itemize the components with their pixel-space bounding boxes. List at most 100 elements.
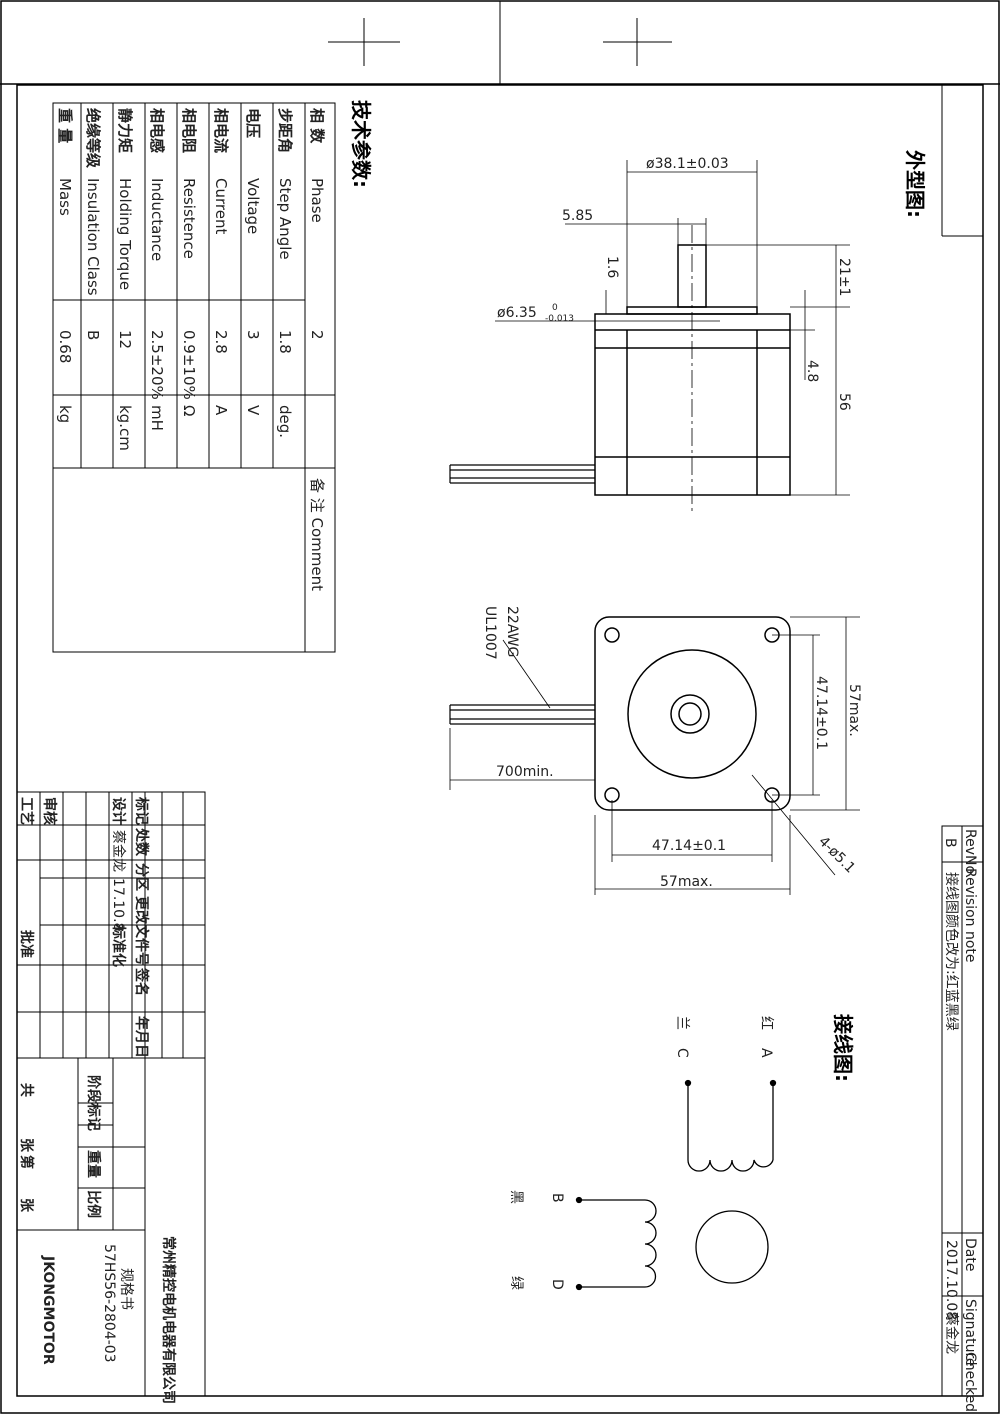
crosshair-left [328,18,400,66]
dim-boss: 4.8 [804,360,820,382]
rev-date-header: Date [962,1238,978,1271]
tb-sheets: 张 [18,1138,34,1153]
param-unit: Ω [180,405,198,416]
param-unit: V [244,405,262,416]
inner-border [16,84,984,1397]
tb-doc-title: 规格书 [118,1268,134,1310]
tb-design: 设计 [110,797,127,825]
outline-title: 外型图: [903,150,927,218]
params-table [52,102,336,653]
param-name-en: Voltage [244,178,262,234]
title-block-grid [16,791,206,1397]
wire-label-b: B [549,1193,565,1203]
param-value: 0.68 [56,330,74,363]
tb-model: 57HS56-2804-03 [101,1244,117,1363]
dim-shaft-dia: ø6.35 [497,305,537,321]
side-dimensions [495,160,850,496]
param-name-cn: 相电流 [212,108,230,153]
param-name-en: Holding Torque [116,178,134,290]
param-value: 12 [116,330,134,349]
side-wires [449,464,595,484]
wire-color-a: 红 [758,1016,774,1030]
dim-shaft-tol-lower: -0.013 [545,314,574,324]
dim-hole-spacing-horizontal: 47.14±0.1 [652,838,726,854]
rev-no-header: RevNo [962,829,978,874]
crosshair-right [603,18,672,66]
revision-block [941,85,984,1397]
dim-mounting-holes: 4-ø5.1 [815,834,858,877]
dim-flange-height: 1.6 [604,256,620,278]
wire-label-d: D [549,1279,565,1290]
title-block-labels: 标记 处数 分区 更改文件号 签名 年月日 设计 蔡金龙 17.10.8 标准化… [18,796,177,1404]
rev-date: 2017.10.08 [943,1240,959,1320]
param-name-en: Step Angle [276,178,294,260]
param-unit: kg [56,405,74,423]
dim-body-length: 56 [836,393,852,411]
tb-approve: 批准 [18,930,35,958]
param-value: 2.5±20% [148,330,166,400]
rev-signature-header: Signature [962,1299,978,1367]
tb-brand: JKONGMOTOR [40,1255,56,1365]
param-value: 3 [244,330,262,340]
tb-count: 处数 [133,827,150,857]
tb-design-date: 17.10.8 [110,878,126,931]
tb-review: 审核 [41,797,58,825]
param-name-cn: 电压 [244,108,262,138]
params-rows: 相 数 Phase 2 步距角 Step Angle 1.8 deg. 电压 Voltage 3V… [56,108,326,451]
params-comment-header: 备 注 Comment [308,478,326,591]
rev-no: B [942,838,958,848]
motor-front-view [594,616,791,811]
param-name-en: Insulation Class [84,178,102,296]
param-value: 0.9±10% [180,330,198,400]
param-name-en: Phase [308,178,326,223]
tb-sign: 签名 [133,967,150,996]
rev-checked-header: Checked [962,1352,978,1412]
wire-label-a: A [758,1048,774,1058]
wire-label-c: C [674,1048,690,1058]
dim-body-max-horizontal: 57max. [660,874,713,890]
wire-color-c: 兰 [674,1016,690,1030]
tb-scale: 比例 [85,1190,102,1218]
param-value: B [84,330,102,340]
param-unit: kg.cm [116,405,134,451]
tb-zone: 分区 [133,863,149,891]
rev-note: 接线图颜色改为:红蓝黑绿 [943,872,960,1031]
param-name-en: Resistence [180,178,198,259]
tb-designer: 蔡金龙 [110,830,126,872]
tb-change-doc: 更改文件号 [133,896,150,966]
param-name-cn: 相电阻 [180,108,198,153]
param-name-en: Current [212,178,230,234]
param-unit: deg. [276,405,294,438]
wire-gauge: 22AWG [504,606,520,657]
motor-side-view [594,244,791,496]
tb-process: 工艺 [18,797,35,825]
front-wires [449,704,595,725]
param-value: 2 [308,330,326,340]
wiring-diagram [575,1079,777,1291]
tb-total: 共 [18,1083,35,1097]
tb-sheet: 张 [18,1198,34,1213]
tb-sheet-no: 第 [18,1155,35,1169]
front-dimensions [449,616,860,895]
param-unit: mH [148,405,166,431]
dim-hole-spacing-vertical: 47.14±0.1 [813,676,829,750]
dim-wire-length: 700min. [496,764,554,780]
param-name-en: Inductance [148,178,166,261]
rev-signer: 蔡金龙 [943,1312,959,1354]
wire-color-b: 黑 [508,1190,524,1204]
dim-shaft-flat: 5.85 [562,208,593,224]
param-name-cn: 重 量 [56,108,74,143]
param-name-cn: 相 数 [308,108,326,144]
tb-weight: 重量 [85,1150,102,1178]
tb-stage: 阶段标记 [85,1075,102,1131]
dim-body-max-vertical: 57max. [846,684,862,737]
dim-shaft-tol-upper: 0 [552,303,558,313]
tb-mark: 标记 [133,796,150,825]
param-name-en: Mass [56,178,74,216]
param-value: 1.8 [276,330,294,354]
dim-flange-dia: ø38.1±0.03 [646,156,729,172]
rev-note-header: Revision note [962,868,978,963]
param-name-cn: 步距角 [276,108,294,153]
param-value: 2.8 [212,330,230,354]
